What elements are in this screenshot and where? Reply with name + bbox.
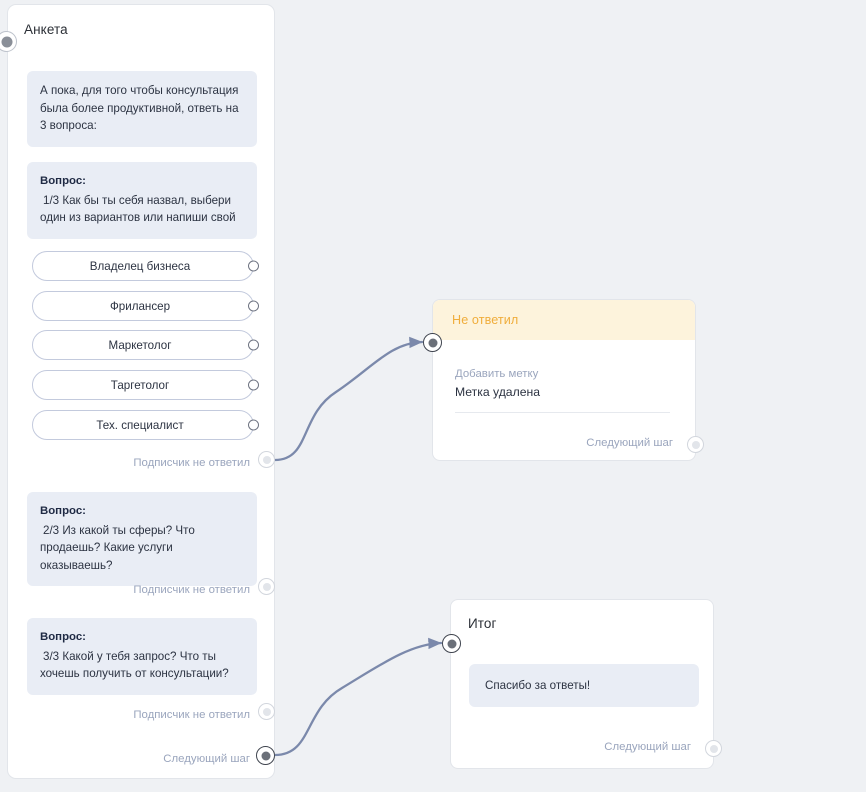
- option-button-2[interactable]: Маркетолог: [32, 330, 259, 360]
- port-caption-next-step-result: Следующий шаг: [604, 741, 691, 753]
- option-button-0[interactable]: Владелец бизнеса: [32, 251, 259, 281]
- node-result-title: Итог: [468, 616, 497, 631]
- port-no-answer-1[interactable]: [258, 451, 275, 468]
- option-label: Таргетолог: [110, 378, 170, 392]
- node-no-answer-header: Не ответил: [433, 300, 695, 340]
- option-button-4[interactable]: Тех. специалист: [32, 410, 259, 440]
- node-no-answer[interactable]: Не ответил Добавить метку Метка удалена …: [432, 299, 696, 461]
- option-port-icon[interactable]: [248, 419, 259, 431]
- message-bubble-question2: Вопрос: 2/3 Из какой ты сферы? Что прода…: [27, 492, 257, 586]
- message-text: А пока, для того чтобы консультация была…: [40, 84, 239, 132]
- option-button-3[interactable]: Таргетолог: [32, 370, 259, 400]
- option-port-icon[interactable]: [248, 260, 259, 272]
- message-bubble-result: Спасибо за ответы!: [469, 664, 699, 707]
- port-next-step-result[interactable]: [705, 740, 722, 757]
- port-caption-no-answer-1: Подписчик не ответил: [133, 457, 250, 469]
- port-next-step-survey[interactable]: [256, 746, 275, 765]
- message-text: Спасибо за ответы!: [485, 679, 591, 692]
- message-bubble-question1: Вопрос: 1/3 Как бы ты себя назвал, выбер…: [27, 162, 257, 239]
- message-bubble-question3: Вопрос: 3/3 Какой у тебя запрос? Что ты …: [27, 618, 257, 695]
- question-label: Вопрос:: [40, 631, 86, 643]
- option-button-1[interactable]: Фрилансер: [32, 291, 259, 321]
- question-text: 2/3 Из какой ты сферы? Что продаешь? Как…: [40, 523, 195, 572]
- question-text: 3/3 Какой у тебя запрос? Что ты хочешь п…: [40, 649, 229, 681]
- option-port-icon[interactable]: [248, 379, 259, 391]
- port-caption-no-answer-3: Подписчик не ответил: [133, 709, 250, 721]
- node-no-answer-title: Не ответил: [452, 313, 519, 327]
- option-port-icon[interactable]: [248, 339, 259, 351]
- tag-section[interactable]: Добавить метку Метка удалена: [455, 366, 670, 413]
- edge-no-answer: [273, 336, 424, 462]
- option-label: Фрилансер: [109, 299, 171, 313]
- port-next-step-no-answer[interactable]: [687, 436, 704, 453]
- node-survey-title: Анкета: [24, 22, 68, 37]
- option-label: Владелец бизнеса: [89, 259, 191, 273]
- question-label: Вопрос:: [40, 505, 86, 517]
- tag-divider: [455, 412, 670, 413]
- option-port-icon[interactable]: [248, 300, 259, 312]
- message-bubble-intro: А пока, для того чтобы консультация была…: [27, 71, 257, 147]
- port-caption-next-step: Следующий шаг: [163, 753, 250, 765]
- port-caption-no-answer-2: Подписчик не ответил: [133, 584, 250, 596]
- port-in-no-answer[interactable]: [423, 333, 442, 352]
- port-no-answer-2[interactable]: [258, 578, 275, 595]
- port-in-result[interactable]: [442, 634, 461, 653]
- tag-value: Метка удалена: [455, 385, 540, 399]
- tag-hint-label: Добавить метку: [455, 368, 539, 380]
- question-text: 1/3 Как бы ты себя назвал, выбери один и…: [40, 193, 236, 225]
- question-label: Вопрос:: [40, 175, 86, 187]
- option-label: Тех. специалист: [96, 418, 184, 432]
- edge-next-step: [273, 637, 443, 757]
- port-no-answer-3[interactable]: [258, 703, 275, 720]
- node-result[interactable]: Итог Спасибо за ответы! Следующий шаг: [450, 599, 714, 769]
- start-port[interactable]: [0, 31, 17, 52]
- node-survey[interactable]: Анкета А пока, для того чтобы консультац…: [7, 4, 275, 779]
- port-caption-next-step-no-answer: Следующий шаг: [586, 437, 673, 449]
- option-label: Маркетолог: [108, 338, 172, 352]
